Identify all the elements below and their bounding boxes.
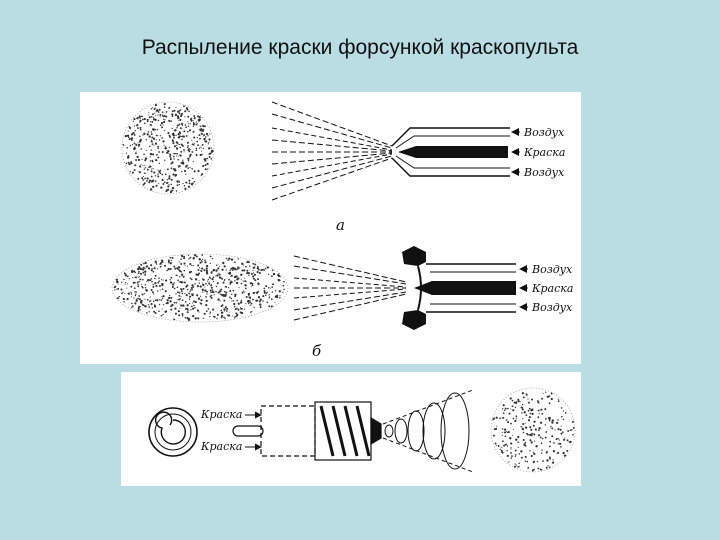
diagram-panel-top: Воздух Краска Воздух а xyxy=(80,92,581,364)
round-spray-pattern xyxy=(121,101,215,195)
label-air-top-b: Воздух xyxy=(531,263,573,276)
label-air-top-a: Воздух xyxy=(523,126,565,139)
diagram-panel-bottom: Краска Краска xyxy=(121,372,581,486)
feed-tube xyxy=(232,425,264,437)
flat-spray-pattern xyxy=(111,253,289,323)
figure-letter-b: б xyxy=(312,342,322,360)
nozzle-diagrams-svg: Воздух Краска Воздух а xyxy=(111,101,573,360)
swirl-spray-pattern xyxy=(490,387,576,473)
label-paint-top: Краска xyxy=(200,408,242,421)
label-air-bottom-b: Воздух xyxy=(531,301,573,314)
nozzle-b xyxy=(402,246,516,330)
slide-title: Распыление краски форсункой краскопульта xyxy=(141,36,579,59)
diagram-a: Воздух Краска Воздух а xyxy=(121,101,565,234)
nozzle-a xyxy=(391,127,510,177)
swirl-cross-section xyxy=(148,407,198,457)
spray-cone-a xyxy=(271,101,393,201)
diagram-b: Воздух Краска Воздух б xyxy=(111,246,573,360)
label-paint-a: Краска xyxy=(523,146,565,159)
spray-cone-b xyxy=(293,255,407,321)
figure-letter-a: а xyxy=(336,216,345,234)
label-paint-b: Краска xyxy=(531,282,573,295)
label-paint-bottom: Краска xyxy=(200,440,242,453)
label-air-bottom-a: Воздух xyxy=(523,166,565,179)
swirl-nozzle-svg: Краска Краска xyxy=(148,387,576,473)
swirl-spray-rings xyxy=(382,389,474,473)
swirl-nozzle-body xyxy=(260,401,382,461)
